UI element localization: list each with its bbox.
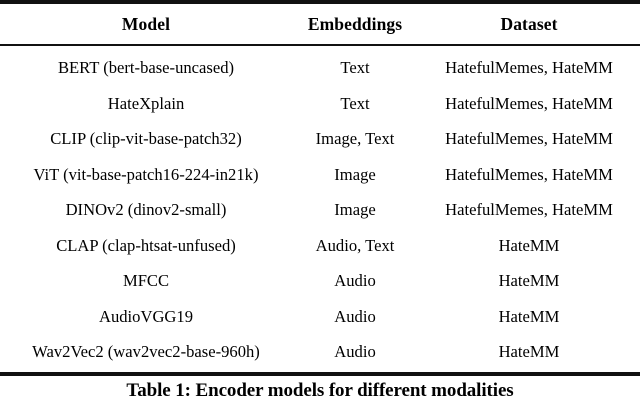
table-top-rule — [0, 0, 640, 4]
cell-model: CLIP (clip-vit-base-patch32) — [50, 129, 242, 148]
column-header-dataset: Dataset — [500, 14, 558, 34]
cell-dataset: HatefulMemes, HateMM — [445, 164, 613, 184]
table-row: BERT (bert-base-uncased) Text HatefulMem… — [0, 46, 640, 86]
cell-dataset: HateMM — [498, 235, 560, 255]
table-row: Wav2Vec2 (wav2vec2-base-960h) Audio Hate… — [0, 334, 640, 372]
table-row: HateXplain Text HatefulMemes, HateMM — [0, 86, 640, 122]
cell-dataset: HateMM — [498, 271, 560, 290]
cell-dataset: HateMM — [498, 306, 560, 326]
cell-embeddings: Audio — [334, 306, 376, 326]
cell-embeddings: Text — [340, 93, 370, 113]
table-row: MFCC Audio HateMM — [0, 263, 640, 299]
cell-dataset: HatefulMemes, HateMM — [445, 58, 613, 77]
cell-dataset: HatefulMemes, HateMM — [445, 129, 613, 148]
cell-dataset: HatefulMemes, HateMM — [445, 93, 613, 113]
table-row: DINOv2 (dinov2-small) Image HatefulMemes… — [0, 192, 640, 228]
column-header-model: Model — [121, 14, 171, 34]
cell-model: HateXplain — [107, 93, 185, 113]
cell-embeddings: Audio — [334, 271, 376, 290]
cell-embeddings: Image, Text — [315, 129, 395, 148]
table-bottom-rule — [0, 371, 640, 376]
table-row: CLIP (clip-vit-base-patch32) Image, Text… — [0, 121, 640, 157]
table-caption: Table 1: Encoder models for different mo… — [126, 379, 514, 401]
cell-dataset: HateMM — [498, 342, 560, 361]
cell-model: CLAP (clap-htsat-unfused) — [56, 235, 236, 255]
cell-model: MFCC — [122, 271, 170, 290]
table-row: ViT (vit-base-patch16-224-in21k) Image H… — [0, 157, 640, 193]
cell-model: Wav2Vec2 (wav2vec2-base-960h) — [32, 342, 260, 361]
encoder-models-table-body: BERT (bert-base-uncased) Text HatefulMem… — [0, 46, 640, 372]
cell-model: DINOv2 (dinov2-small) — [65, 200, 227, 219]
table-body: BERT (bert-base-uncased) Text HatefulMem… — [0, 46, 640, 372]
cell-embeddings: Image — [334, 164, 376, 184]
cell-dataset: HatefulMemes, HateMM — [445, 200, 613, 219]
cell-embeddings: Audio, Text — [315, 235, 395, 255]
table-header-rule — [0, 44, 640, 46]
cell-embeddings: Text — [340, 58, 370, 77]
cell-model: AudioVGG19 — [98, 306, 194, 326]
table-row: AudioVGG19 Audio HateMM — [0, 299, 640, 335]
table-header: Model Embeddings Dataset — [0, 4, 640, 44]
cell-embeddings: Image — [334, 200, 376, 219]
table-header-row: Model Embeddings Dataset — [0, 4, 640, 44]
cell-embeddings: Audio — [334, 342, 376, 361]
table-row: CLAP (clap-htsat-unfused) Audio, Text Ha… — [0, 228, 640, 264]
column-header-embeddings: Embeddings — [307, 14, 403, 34]
encoder-models-table: Model Embeddings Dataset — [0, 4, 640, 44]
cell-model: BERT (bert-base-uncased) — [57, 58, 235, 77]
cell-model: ViT (vit-base-patch16-224-in21k) — [33, 164, 259, 184]
